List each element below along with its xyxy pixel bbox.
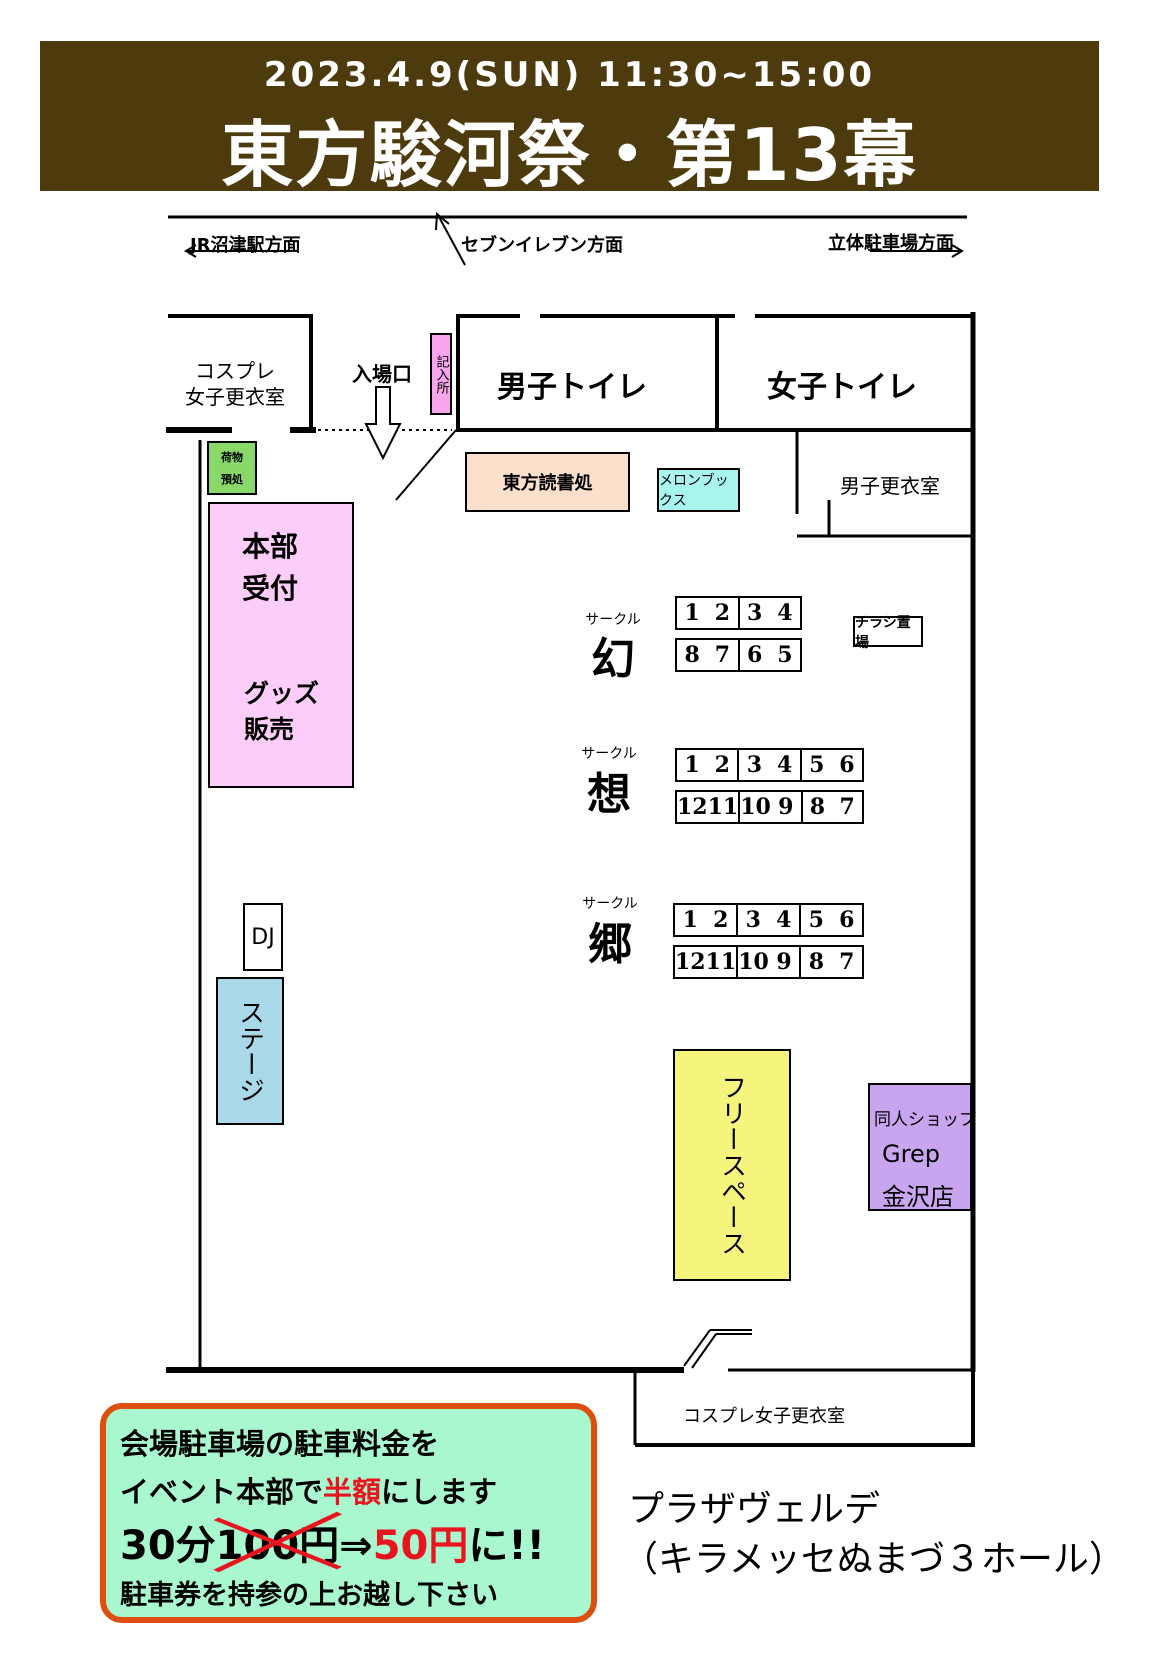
- notice-arrow: ⇒: [339, 1523, 373, 1569]
- direction-parking: 立体駐車場方面: [828, 233, 954, 254]
- circle-kyou-space: 8: [799, 947, 831, 977]
- venue-subname: （キラメッセぬまづ３ホール）: [622, 1539, 1125, 1580]
- circle-kyou-space: 6: [839, 907, 855, 933]
- entrance-label: 入場口: [352, 362, 412, 386]
- circle-sou-space: 5: [799, 750, 832, 780]
- circle-kyou-row-bottom: 12 11 10 9 8 7: [673, 945, 864, 979]
- melonbooks-booth: メロンブックス: [657, 468, 740, 512]
- circle-kyou-name: 郷: [588, 919, 632, 970]
- circle-sou-label: サークル: [581, 746, 637, 762]
- circle-sou-space: 1: [684, 752, 700, 778]
- circle-sou-space: 3: [737, 750, 769, 780]
- circle-gen-space: 3: [737, 598, 770, 628]
- circle-gen-space: 7: [714, 642, 731, 668]
- goods-sales-label: グッズ 販売: [244, 679, 320, 744]
- circle-gen-label: サークル: [585, 612, 641, 628]
- circle-sou-space: 11: [707, 794, 739, 820]
- hq-reception-label: 本部 受付: [242, 530, 299, 605]
- notice-half-price: 半額: [323, 1475, 382, 1509]
- luggage-storage: 荷物 預処: [207, 441, 257, 495]
- circle-kyou-space: 11: [705, 949, 737, 975]
- circle-kyou-space: 9: [776, 949, 792, 975]
- strikethrough-cross-icon: [213, 1511, 342, 1573]
- circle-gen-row-bottom: 8 7 6 5: [675, 638, 802, 672]
- title-banner: 2023.4.9(SUN) 11:30~15:00 東方駿河祭・第13幕: [40, 41, 1099, 197]
- circle-kyou-space: 1: [682, 907, 698, 933]
- circle-sou-space: 7: [839, 794, 855, 820]
- mens-changing-room: 男子更衣室: [840, 474, 940, 498]
- circle-sou-row-top: 1 2 3 4 5 6: [675, 748, 864, 782]
- direction-seven-eleven: セブンイレブン方面: [461, 235, 623, 256]
- hq-reception-goods: 本部 受付 グッズ 販売: [208, 502, 354, 788]
- cosplay-changing-room-bottom: コスプレ女子更衣室: [683, 1406, 845, 1427]
- touhou-reading-area: 東方読書処: [465, 452, 630, 512]
- stage: ステージ: [216, 977, 284, 1125]
- notice-line-2: イベント本部で半額にします: [120, 1469, 497, 1511]
- venue-name: プラザヴェルデ: [628, 1489, 881, 1530]
- circle-sou-space: 8: [800, 792, 833, 822]
- arrow-left-icon: [184, 244, 197, 258]
- notice-old-price-wrap: 100円: [213, 1511, 342, 1573]
- flyer-area: チラシ置場: [853, 615, 923, 651]
- circle-kyou-space: 10: [736, 947, 769, 977]
- circle-kyou-space: 7: [839, 949, 855, 975]
- notice-new-price: 50円: [372, 1523, 469, 1569]
- womens-toilet: 女子トイレ: [767, 370, 917, 405]
- notice-duration: 30分: [120, 1523, 216, 1569]
- doujin-shop-grep: 同人ショップ Grep 金沢店: [868, 1083, 976, 1211]
- circle-sou-space: 6: [839, 752, 855, 778]
- free-space: フリースペース: [673, 1049, 791, 1281]
- circle-gen-space: 4: [777, 600, 793, 626]
- arrow-up-line: [437, 214, 466, 266]
- notice-line-3: 30分100円⇒50円に!!: [120, 1511, 545, 1573]
- circle-sou-row-bottom: 12 11 10 9 8 7: [675, 790, 864, 824]
- circle-gen-space: 8: [684, 642, 700, 668]
- dj-booth: DJ: [243, 903, 283, 971]
- circle-gen-name: 幻: [591, 634, 635, 685]
- circle-kyou-space: 12: [675, 949, 706, 975]
- circle-gen-row-top: 1 2 3 4: [675, 596, 802, 630]
- circle-kyou-space: 4: [776, 907, 792, 933]
- circle-kyou-space: 2: [713, 907, 729, 933]
- circle-sou-name: 想: [587, 769, 631, 820]
- arrow-right-icon: [951, 244, 964, 258]
- mens-toilet: 男子トイレ: [497, 370, 647, 405]
- doujin-shop-name: Grep: [882, 1140, 940, 1168]
- circle-sou-space: 12: [677, 794, 708, 820]
- circle-sou-space: 9: [778, 794, 794, 820]
- circle-kyou-row-top: 1 2 3 4 5 6: [673, 903, 864, 937]
- circle-sou-space: 10: [738, 792, 771, 822]
- circle-gen-space: 1: [684, 600, 700, 626]
- arrow-up-icon: [435, 211, 450, 231]
- circle-sou-space: 2: [714, 752, 730, 778]
- notice-line-2c: にします: [381, 1475, 498, 1509]
- notice-line-2a: イベント本部で: [120, 1475, 324, 1509]
- direction-jr-numazu: JR沼津駅方面: [190, 235, 301, 256]
- circle-gen-space: 5: [777, 642, 793, 668]
- registration-desk: 記入所: [430, 333, 452, 415]
- circle-kyou-space: 5: [799, 905, 832, 935]
- circle-gen-space: 6: [737, 640, 770, 670]
- doujin-shop-branch: 金沢店: [882, 1183, 954, 1211]
- notice-line-3e: に!!: [468, 1523, 545, 1569]
- circle-sou-space: 4: [776, 752, 793, 778]
- event-title: 東方駿河祭・第13幕: [221, 113, 918, 197]
- cosplay-changing-room-top: コスプレ 女子更衣室: [185, 359, 285, 409]
- circle-gen-space: 2: [714, 600, 731, 626]
- circle-kyou-label: サークル: [582, 896, 638, 912]
- notice-line-1: 会場駐車場の駐車料金を: [120, 1427, 440, 1461]
- parking-discount-notice: 会場駐車場の駐車料金を イベント本部で半額にします 30分100円⇒50円に!!…: [100, 1403, 597, 1623]
- doujin-shop-label: 同人ショップ: [874, 1110, 976, 1130]
- event-date-time: 2023.4.9(SUN) 11:30~15:00: [263, 55, 876, 95]
- notice-line-4: 駐車券を持参の上お越し下さい: [120, 1580, 498, 1611]
- circle-kyou-space: 3: [736, 905, 769, 935]
- entrance-arrow-icon: [364, 386, 402, 461]
